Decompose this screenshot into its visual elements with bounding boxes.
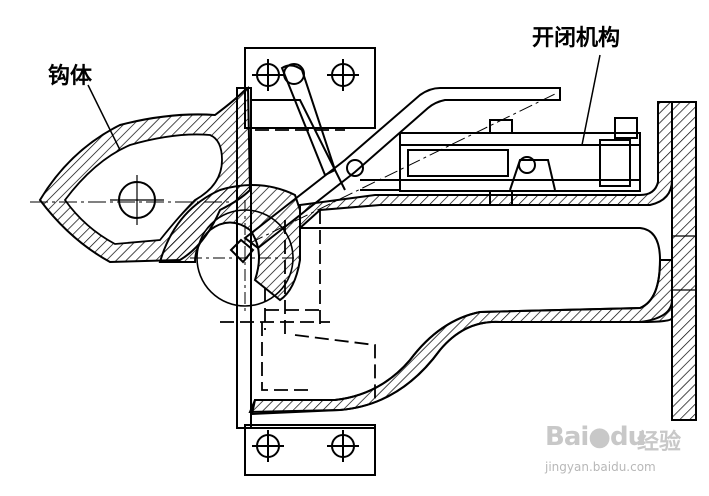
watermark-logo-cn: 经验 bbox=[637, 430, 682, 455]
watermark-url: jingyan.baidu.com bbox=[545, 460, 656, 474]
bolts bbox=[252, 59, 359, 462]
open-close-mechanism-label: 开闭机构 bbox=[532, 26, 621, 51]
flange bbox=[671, 101, 697, 421]
hook-body bbox=[30, 86, 252, 264]
watermark-logo: Bai●du bbox=[545, 422, 646, 452]
leader-lines bbox=[87, 54, 601, 151]
cylinder-mechanism bbox=[360, 117, 641, 206]
push-rod bbox=[243, 87, 561, 250]
mounting-plate bbox=[236, 47, 376, 476]
rotating-cam bbox=[158, 184, 302, 312]
main-body bbox=[248, 101, 673, 416]
hidden-lines bbox=[220, 129, 376, 400]
hook-body-label: 钩体 bbox=[48, 64, 93, 89]
linkage-arm bbox=[250, 63, 346, 191]
watermark: Bai●du 经验 jingyan.baidu.com bbox=[545, 422, 705, 482]
